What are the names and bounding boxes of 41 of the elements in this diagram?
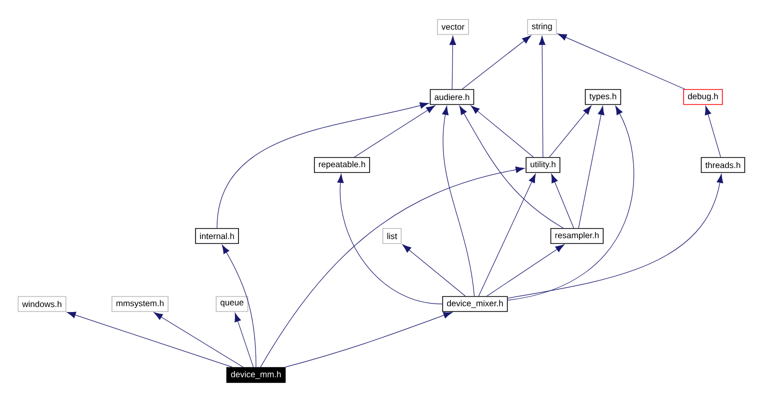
file-box: windows.h [18, 296, 66, 312]
file-box: mmsystem.h [112, 296, 168, 312]
arrow [216, 102, 429, 228]
arrow [402, 244, 466, 296]
file-box: device_mm.h [226, 367, 286, 383]
file-box: string [527, 19, 557, 35]
arrow [549, 106, 592, 158]
file-box: audiere.h [430, 89, 474, 105]
arrow [154, 312, 244, 368]
file-box: device_mixer.h [442, 296, 508, 312]
arrow [507, 174, 724, 299]
file-box: queue [216, 296, 248, 312]
file-box: threads.h [700, 157, 746, 173]
arrow [551, 174, 574, 228]
arrow [538, 36, 546, 158]
arrow [234, 312, 254, 368]
file-box: vector [437, 19, 469, 35]
file-box: list [382, 228, 402, 244]
file-box: types.h [584, 89, 622, 105]
arrow [478, 174, 536, 296]
arrow [222, 244, 256, 368]
arrow [462, 35, 532, 90]
arrow [507, 106, 634, 301]
arrow [704, 106, 721, 158]
file-box: debug.h [683, 89, 723, 105]
file-box: repeatable.h [314, 157, 370, 173]
arrow [442, 106, 475, 296]
arrow [486, 244, 564, 296]
arrow [449, 36, 456, 90]
arrow [470, 105, 534, 158]
file-box: resampler.h [550, 228, 604, 244]
arrow [354, 105, 436, 158]
file-box: utility.h [526, 157, 560, 173]
arrow [337, 174, 443, 304]
arrow [260, 166, 525, 368]
arrow [578, 106, 604, 228]
file-box: internal.h [195, 228, 239, 244]
arrow [459, 106, 564, 228]
arrow [66, 312, 233, 368]
arrow [558, 34, 686, 90]
arrow [285, 312, 452, 368]
